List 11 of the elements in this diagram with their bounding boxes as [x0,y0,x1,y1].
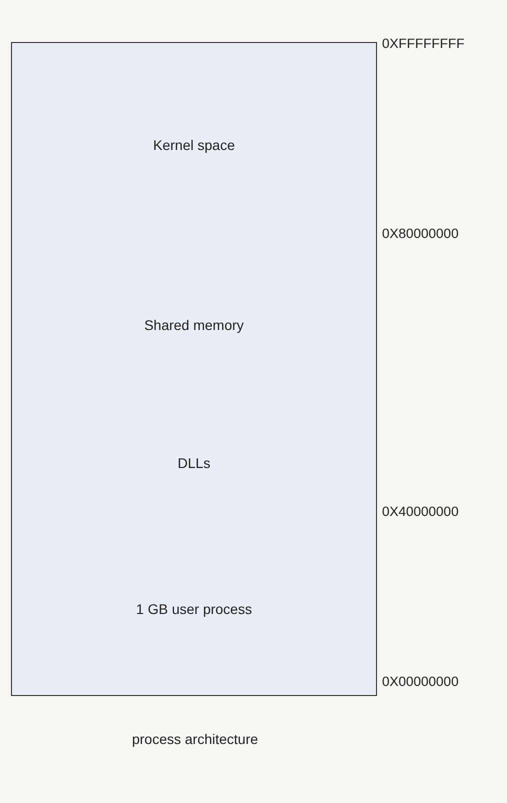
address-label: 0X80000000 [382,226,459,241]
address-label: 0XFFFFFFFF [382,36,464,51]
memory-region [11,42,377,247]
address-label: 0X00000000 [382,674,459,689]
region-label: Shared memory [144,316,244,332]
address-label: 0X40000000 [382,504,459,519]
memory-region [11,522,377,696]
region-label: Kernel space [153,136,235,152]
region-label: DLLs [178,455,210,471]
caption: process architecture [130,730,260,749]
region-label: 1 GB user process [136,600,252,616]
